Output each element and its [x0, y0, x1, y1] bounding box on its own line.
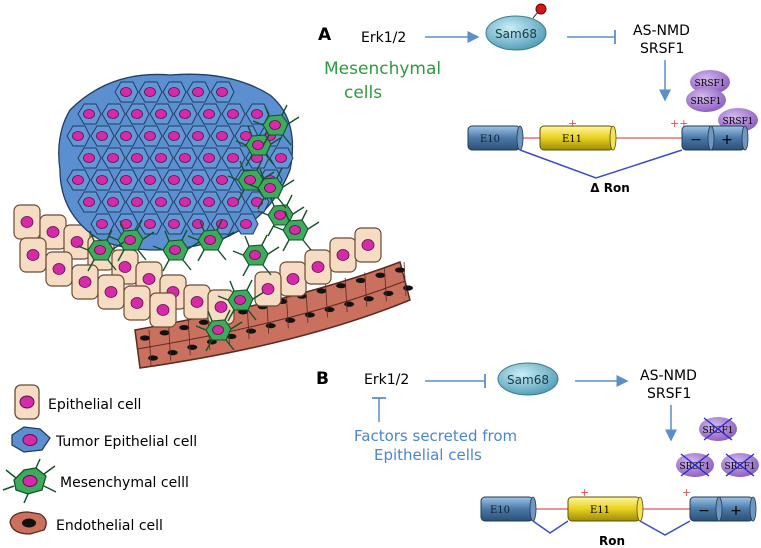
tissue-illustration	[13, 73, 413, 369]
panel-a-srsf1-proteins: SRSF1 SRSF1 SRSF1	[686, 70, 758, 132]
legend-endothelial-label: Endothelial cell	[56, 518, 163, 534]
panel-b-product: Ron	[599, 534, 625, 548]
panel-b-erk: Erk1/2	[364, 372, 409, 388]
panel-a-context-line2: cells	[344, 83, 382, 103]
panel-a: A Erk1/2 Sam68 AS-NMD SRSF1 Mesenchymal …	[318, 3, 758, 195]
srsf1-protein: SRSF1	[702, 426, 733, 436]
legend-tumor-label: Tumor Epithelial cell	[55, 434, 197, 450]
svg-text:+: +	[730, 503, 742, 519]
panel-b-sam68-node: Sam68	[497, 362, 559, 396]
panel-a-product: Δ Ron	[590, 181, 630, 195]
svg-text:+: +	[682, 486, 691, 499]
splice-line	[532, 520, 569, 534]
srsf1-protein: SRSF1	[724, 462, 755, 472]
panel-a-sam68-node: Sam68	[485, 3, 547, 51]
endothelial-nucleus	[403, 285, 413, 291]
panel-b: B Erk1/2 Sam68 AS-NMD SRSF1 Factors secr…	[316, 362, 759, 548]
epithelial-layer	[13, 204, 382, 328]
cross-icon	[703, 417, 733, 441]
cross-icon	[680, 453, 710, 477]
panel-b-factors-line1: Factors secreted from	[354, 427, 517, 445]
panel-a-gene: + ++ E10 E11 − + Δ Ron	[467, 117, 749, 195]
endothelial-nucleus	[344, 301, 355, 307]
panel-a-asnmd: AS-NMD	[633, 23, 690, 39]
panel-b-factors-line2: Epithelial cells	[374, 446, 482, 464]
cross-icon	[725, 453, 755, 477]
svg-text:E11: E11	[590, 505, 610, 516]
panel-b-gene: + + E10 E11 − + Ron	[480, 486, 757, 548]
endothelial-nucleus	[336, 283, 347, 289]
svg-text:E11: E11	[562, 134, 582, 145]
mesenchymal-cells	[77, 104, 320, 352]
panel-a-erk: Erk1/2	[361, 30, 406, 46]
svg-text:E10: E10	[490, 505, 510, 516]
svg-text:+: +	[580, 486, 589, 499]
endothelial-nucleus	[363, 296, 374, 302]
panel-b-srsf1: SRSF1	[647, 386, 691, 402]
legend-endothelial: Endothelial cell	[9, 511, 163, 535]
svg-text:+: +	[721, 132, 733, 148]
panel-a-sam68-label: Sam68	[495, 27, 537, 41]
endothelial-nucleus	[316, 288, 327, 294]
endothelial-nucleus	[383, 290, 394, 296]
panel-a-label: A	[318, 25, 332, 45]
endothelial-nucleus	[265, 323, 276, 329]
splice-line	[639, 520, 691, 536]
svg-text:−: −	[698, 503, 710, 519]
endothelial-nucleus	[148, 355, 158, 361]
legend-mesenchymal: Mesenchymal celll	[2, 458, 189, 504]
endothelial-nucleus	[159, 330, 170, 336]
panel-a-context-line1: Mesenchymal	[324, 59, 441, 79]
endothelial-nucleus	[285, 317, 296, 323]
svg-text:+: +	[568, 117, 577, 130]
endothelial-nucleus	[375, 272, 386, 278]
svg-text:−: −	[690, 132, 702, 148]
endothelial-nucleus	[324, 306, 335, 313]
panel-b-asnmd: AS-NMD	[640, 368, 697, 384]
tumor-mass	[58, 73, 294, 251]
endothelial-nucleus	[395, 267, 405, 273]
endothelial-nucleus	[187, 344, 198, 350]
panel-a-srsf1: SRSF1	[640, 41, 684, 57]
srsf1-protein: SRSF1	[694, 79, 725, 89]
legend-mesenchymal-label: Mesenchymal celll	[60, 475, 189, 491]
endothelial-nucleus	[355, 277, 366, 284]
endothelial-nucleus	[304, 312, 315, 318]
srsf1-protein: SRSF1	[679, 462, 710, 472]
legend-tumor: Tumor Epithelial cell	[11, 426, 197, 453]
legend-epithelial-label: Epithelial cell	[48, 397, 141, 413]
legend-epithelial: Epithelial cell	[14, 384, 141, 420]
srsf1-protein: SRSF1	[690, 97, 721, 107]
splice-line	[519, 149, 683, 179]
panel-b-label: B	[316, 369, 329, 389]
endothelial-nucleus	[246, 328, 257, 334]
srsf1-protein: SRSF1	[722, 117, 753, 127]
endothelial-nucleus	[167, 350, 178, 356]
endothelial-nucleus	[198, 319, 209, 325]
svg-text:E10: E10	[480, 134, 500, 145]
panel-b-sam68-label: Sam68	[507, 373, 549, 387]
endothelial-nucleus	[179, 324, 190, 331]
phosphate-icon	[535, 3, 547, 15]
endothelial-nucleus	[140, 335, 150, 341]
mesenchymal-cell-icon	[2, 458, 57, 504]
legend: Epithelial cell Tumor Epithelial cell Me…	[2, 384, 197, 535]
panel-b-srsf1-proteins-inhibited: SRSF1 SRSF1 SRSF1	[676, 417, 759, 477]
